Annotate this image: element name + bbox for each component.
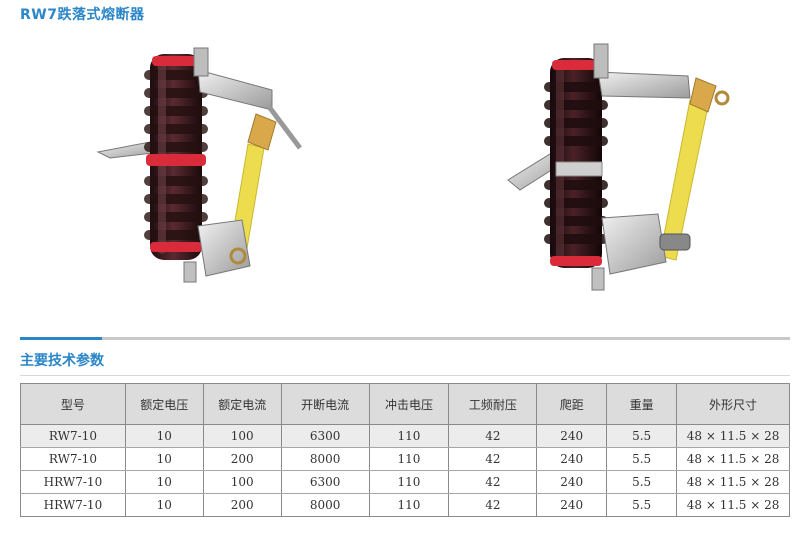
cell-weight: 5.5 xyxy=(606,447,678,471)
page-title: RW7跌落式熔断器 xyxy=(20,7,145,23)
cell-model: HRW7-10 xyxy=(20,493,126,517)
header-creepage: 爬距 xyxy=(536,383,608,425)
header-impulse-voltage: 冲击电压 xyxy=(368,383,450,425)
table-row: HRW7-10 10 200 8000 110 42 240 5.5 48 × … xyxy=(20,493,790,517)
cell-creepage: 240 xyxy=(536,447,608,471)
cell-rated-current: 100 xyxy=(202,424,282,448)
drop-out-fuse-icon xyxy=(507,43,730,291)
header-breaking-current: 开断电流 xyxy=(280,383,370,425)
cell-dimensions: 48 × 11.5 × 28 xyxy=(676,470,790,494)
drop-out-fuse-icon xyxy=(96,47,302,283)
cell-power-freq-withstand: 42 xyxy=(448,470,538,494)
cell-breaking-current: 6300 xyxy=(280,424,370,448)
cell-power-freq-withstand: 42 xyxy=(448,493,538,517)
header-model: 型号 xyxy=(20,383,126,425)
section-divider xyxy=(20,337,790,340)
header-rated-current: 额定电流 xyxy=(202,383,282,425)
cell-rated-current: 200 xyxy=(202,447,282,471)
cell-rated-voltage: 10 xyxy=(124,447,204,471)
table-row: RW7-10 10 100 6300 110 42 240 5.5 48 × 1… xyxy=(20,424,790,448)
cell-weight: 5.5 xyxy=(606,493,678,517)
table-row: HRW7-10 10 100 6300 110 42 240 5.5 48 × … xyxy=(20,470,790,494)
cell-creepage: 240 xyxy=(536,493,608,517)
spec-table: 型号 额定电压 额定电流 开断电流 冲击电压 工频耐压 爬距 重量 外形尺寸 R… xyxy=(20,383,790,517)
cell-power-freq-withstand: 42 xyxy=(448,424,538,448)
cell-rated-current: 100 xyxy=(202,470,282,494)
cell-impulse-voltage: 110 xyxy=(368,424,450,448)
header-dimensions: 外形尺寸 xyxy=(676,383,790,425)
cell-breaking-current: 8000 xyxy=(280,493,370,517)
cell-dimensions: 48 × 11.5 × 28 xyxy=(676,424,790,448)
cell-rated-voltage: 10 xyxy=(124,424,204,448)
cell-breaking-current: 6300 xyxy=(280,470,370,494)
header-rated-voltage: 额定电压 xyxy=(124,383,204,425)
section-title: 主要技术参数 xyxy=(20,353,104,369)
cell-impulse-voltage: 110 xyxy=(368,447,450,471)
cell-power-freq-withstand: 42 xyxy=(448,447,538,471)
product-photo-closed xyxy=(490,30,730,304)
cell-rated-voltage: 10 xyxy=(124,493,204,517)
section-divider-accent xyxy=(20,337,102,340)
cell-creepage: 240 xyxy=(536,470,608,494)
section-rule xyxy=(20,375,790,376)
table-header-row: 型号 额定电压 额定电流 开断电流 冲击电压 工频耐压 爬距 重量 外形尺寸 xyxy=(20,383,790,425)
cell-dimensions: 48 × 11.5 × 28 xyxy=(676,447,790,471)
header-weight: 重量 xyxy=(606,383,678,425)
cell-model: HRW7-10 xyxy=(20,470,126,494)
cell-impulse-voltage: 110 xyxy=(368,493,450,517)
cell-weight: 5.5 xyxy=(606,470,678,494)
cell-model: RW7-10 xyxy=(20,447,126,471)
cell-rated-voltage: 10 xyxy=(124,470,204,494)
cell-creepage: 240 xyxy=(536,424,608,448)
cell-rated-current: 200 xyxy=(202,493,282,517)
header-power-freq-withstand: 工频耐压 xyxy=(448,383,538,425)
cell-dimensions: 48 × 11.5 × 28 xyxy=(676,493,790,517)
cell-weight: 5.5 xyxy=(606,424,678,448)
cell-breaking-current: 8000 xyxy=(280,447,370,471)
product-photo-open xyxy=(80,30,320,304)
cell-model: RW7-10 xyxy=(20,424,126,448)
cell-impulse-voltage: 110 xyxy=(368,470,450,494)
table-row: RW7-10 10 200 8000 110 42 240 5.5 48 × 1… xyxy=(20,447,790,471)
